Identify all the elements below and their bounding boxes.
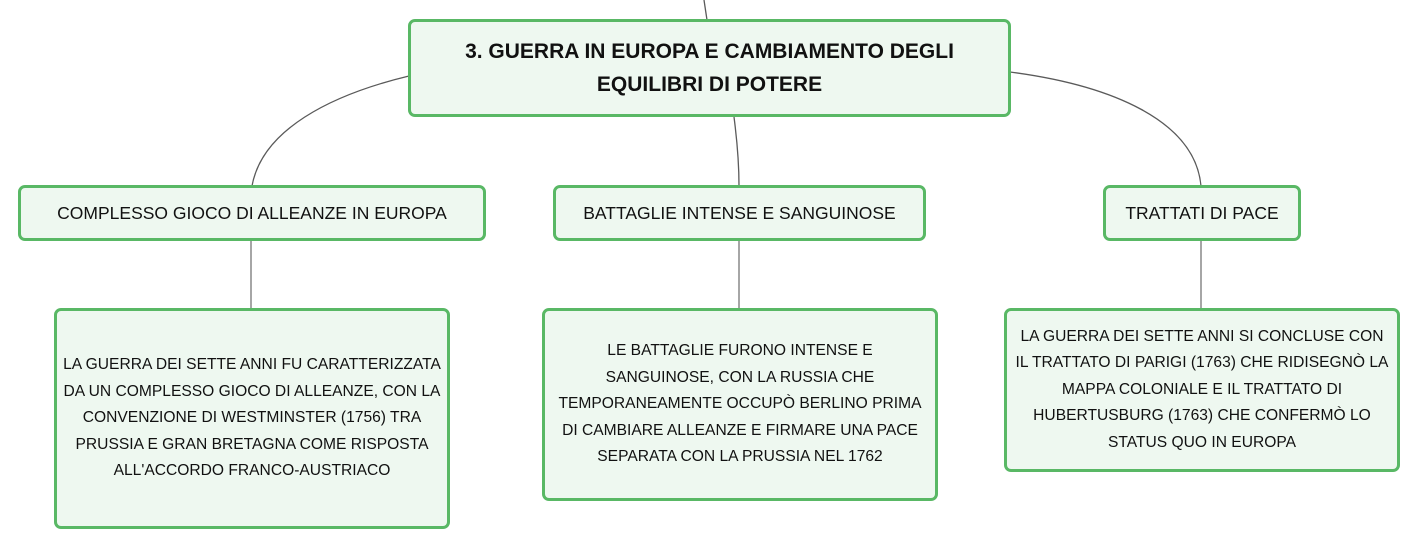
topic-battles-node[interactable]: BATTAGLIE INTENSE E SANGUINOSE [553,185,926,241]
connector-root-topic-1 [251,75,410,187]
topic-peace-treaties-node[interactable]: TRATTATI DI PACE [1103,185,1301,241]
detail-battles-node[interactable]: LE BATTAGLIE FURONO INTENSE E SANGUINOSE… [542,308,938,501]
topic-battles-label: BATTAGLIE INTENSE E SANGUINOSE [583,202,896,223]
central-topic-node[interactable]: 3. GUERRA IN EUROPA E CAMBIAMENTO DEGLI … [408,19,1011,117]
connector-parent-root [703,0,708,21]
connector-root-topic-3 [1009,71,1202,187]
detail-alliances-text: LA GUERRA DEI SETTE ANNI FU CARATTERIZZA… [63,356,441,480]
detail-peace-treaties-node[interactable]: LA GUERRA DEI SETTE ANNI SI CONCLUSE CON… [1004,308,1400,472]
detail-battles-text: LE BATTAGLIE FURONO INTENSE E SANGUINOSE… [558,342,922,466]
detail-peace-treaties-text: LA GUERRA DEI SETTE ANNI SI CONCLUSE CON… [1015,327,1389,451]
central-topic-label: 3. GUERRA IN EUROPA E CAMBIAMENTO DEGLI … [465,40,954,96]
topic-alliances-label: COMPLESSO GIOCO DI ALLEANZE IN EUROPA [57,202,447,223]
detail-alliances-node[interactable]: LA GUERRA DEI SETTE ANNI FU CARATTERIZZA… [54,308,450,529]
topic-peace-treaties-label: TRATTATI DI PACE [1125,202,1279,223]
connector-root-topic-2 [733,116,740,187]
topic-alliances-node[interactable]: COMPLESSO GIOCO DI ALLEANZE IN EUROPA [18,185,486,241]
